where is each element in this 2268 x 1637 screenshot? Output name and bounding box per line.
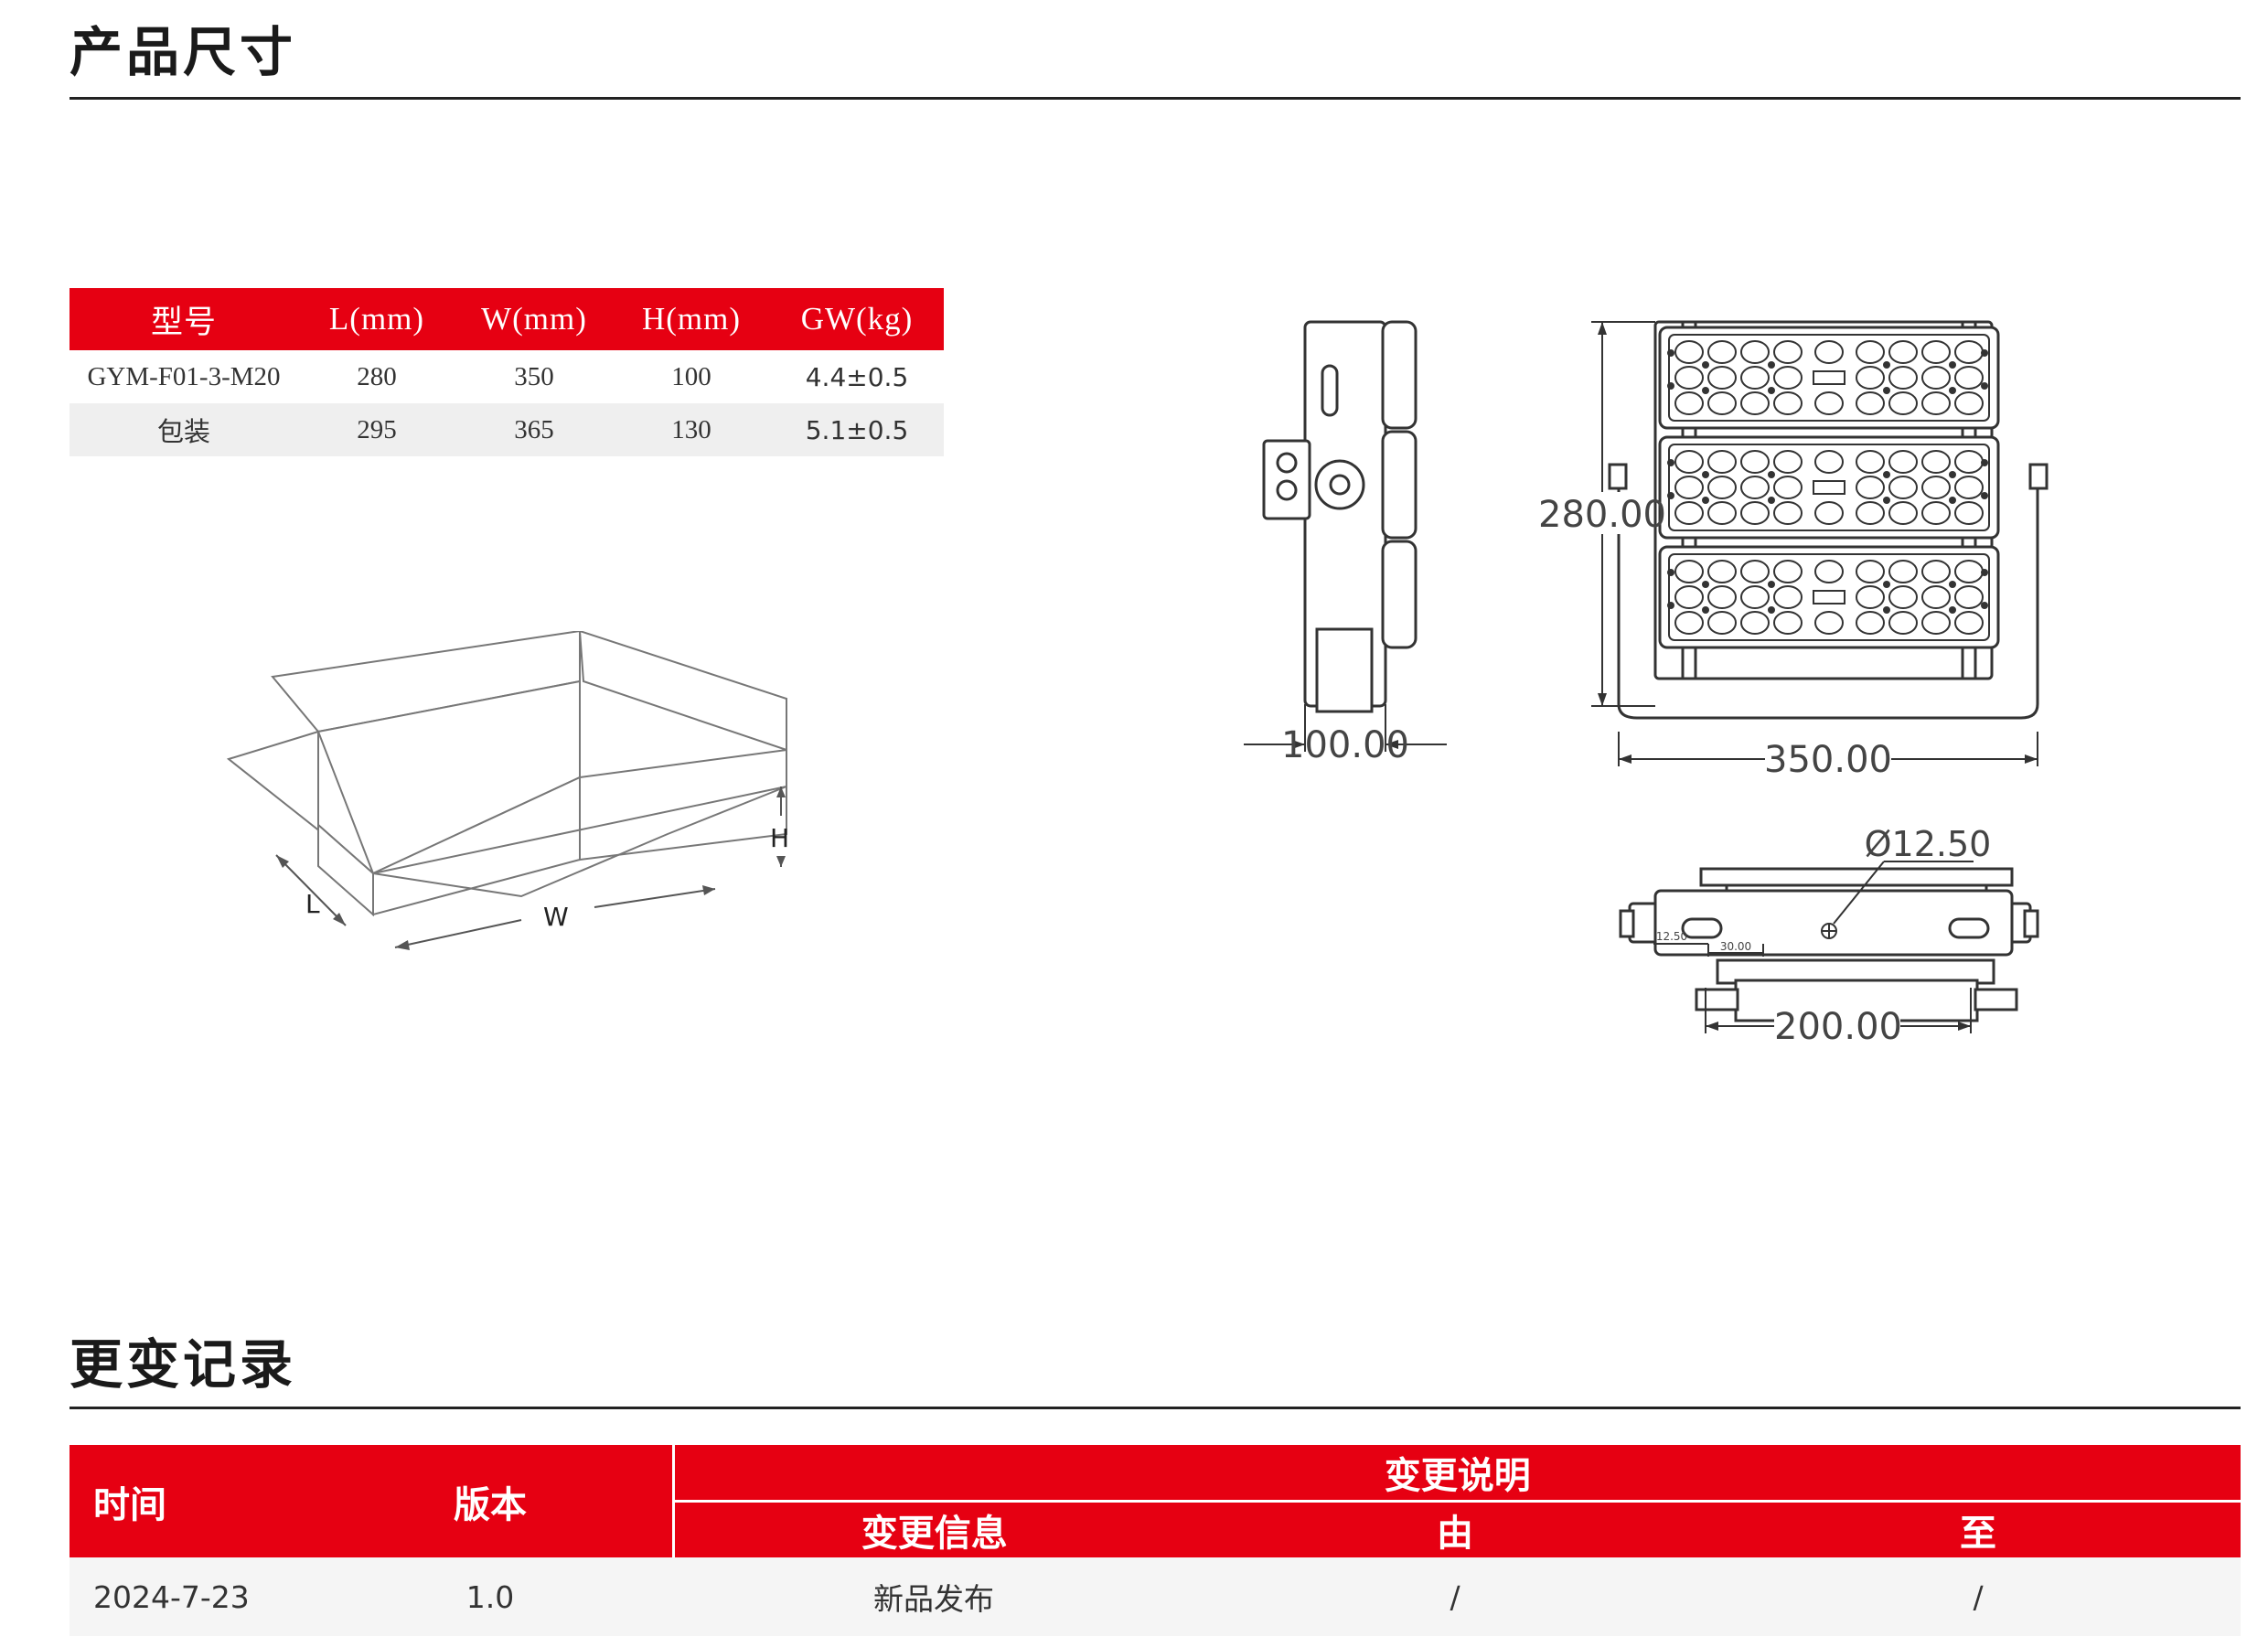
width-cell: 365 [455,403,613,456]
box-label-w: W [543,902,569,932]
box-label-h: H [770,823,789,853]
dim-bracket-width: 200.00 [1774,1006,1902,1048]
floodlight-dimension-drawing: 100.00 280.00 350.00 [1244,320,2049,1048]
packaging-box-diagram: L W H [226,631,789,950]
time-cell: 2024-7-23 [70,1557,417,1636]
dim-hole-offset: 12.50 [1656,930,1687,943]
dimension-table: 型号 L(mm) W(mm) H(mm) GW(kg) GYM-F01-3-M2… [70,288,944,456]
dim-hole-diameter: Ø12.50 [1865,824,1992,864]
table-header-row: 时间 版本 变更说明 [70,1445,2241,1557]
col-time: 时间 [70,1445,417,1557]
table-row: 2024-7-23 1.0 新品发布 / / [70,1557,2241,1636]
col-change-info: 变更信息 [671,1501,1194,1557]
length-cell: 295 [298,403,455,456]
dim-hole-spacing: 30.00 [1720,940,1751,953]
height-cell: 100 [671,361,711,391]
version-cell: 1.0 [417,1557,563,1636]
from-cell: / [1194,1557,1716,1636]
col-width: W(mm) [455,288,613,350]
col-from: 由 [1194,1501,1716,1557]
col-height: H(mm) [613,288,770,350]
model-cell: 包装 [70,403,298,456]
col-length: L(mm) [298,288,455,350]
weight-cell: 5.1±0.5 [770,403,944,456]
col-to: 至 [1716,1501,2241,1557]
table-subheader-row: 变更信息 由 至 [70,1501,2241,1557]
section-title-change-log: 更变记录 [70,1333,297,1396]
table-row: 包装 295 365 130 5.1±0.5 [70,403,944,456]
section-title-dimensions: 产品尺寸 [70,21,297,83]
length-cell: 280 [357,361,397,391]
change-log-table: 时间 版本 变更说明 变更信息 由 至 2024-7-23 1.0 新品发布 /… [70,1445,2241,1636]
table-header-row: 型号 L(mm) W(mm) H(mm) GW(kg) [70,288,944,350]
box-label-l: L [305,889,320,919]
info-cell: 新品发布 [673,1557,1194,1636]
weight-cell: 4.4±0.5 [805,361,909,392]
width-cell: 350 [514,361,554,391]
section-divider [70,97,2241,100]
height-cell: 130 [613,403,770,456]
to-cell: / [1716,1557,2241,1636]
col-gross-weight: GW(kg) [770,288,944,350]
col-version: 版本 [417,1445,563,1557]
col-model: 型号 [70,288,298,350]
dim-front-height: 280.00 [1538,494,1666,536]
dim-front-width: 350.00 [1764,739,1892,781]
section-divider [70,1407,2241,1409]
model-cell: GYM-F01-3-M20 [87,361,281,391]
dim-side-depth: 100.00 [1281,724,1409,766]
table-row: GYM-F01-3-M20 280 350 100 4.4±0.5 [70,350,944,403]
col-change-description: 变更说明 [671,1445,2241,1503]
